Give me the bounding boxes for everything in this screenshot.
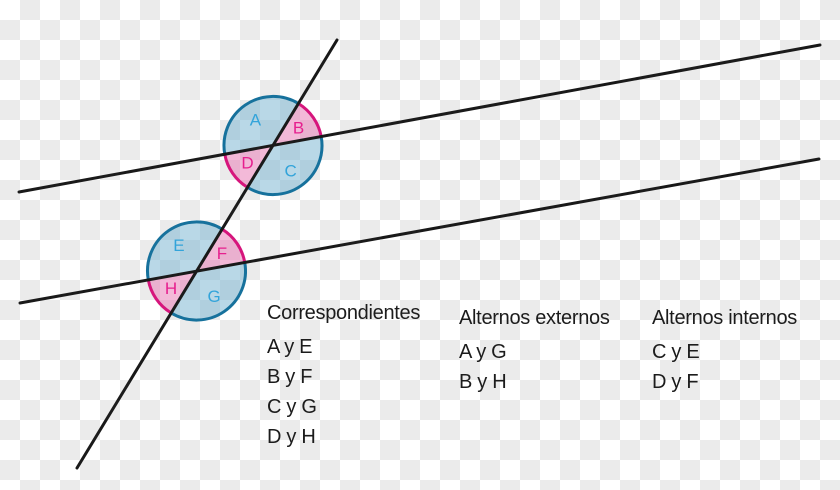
parallel-line-top bbox=[17, 43, 822, 194]
column-title-alternos-internos: Alternos internos bbox=[652, 307, 797, 329]
circle-arc-F bbox=[221, 227, 247, 263]
alternate-interior-angles-column: Alternos internos C y E D y F bbox=[652, 306, 797, 397]
column-title-alternos-externos: Alternos externos bbox=[459, 307, 610, 329]
angle-label-H: H bbox=[165, 279, 177, 298]
angle-sector-E bbox=[147, 221, 222, 280]
angle-sector-C bbox=[247, 136, 323, 195]
transversal-line bbox=[75, 38, 339, 470]
circle-arc-H bbox=[146, 279, 172, 315]
parallel-line-bottom bbox=[18, 157, 821, 305]
circle-arc-D bbox=[223, 153, 249, 189]
angle-label-F: F bbox=[217, 244, 227, 263]
angle-label-D: D bbox=[241, 154, 253, 173]
circle-arc-A bbox=[222, 94, 300, 155]
corresponding-angles-column: Correspondientes A y E B y F C y G D y H bbox=[267, 301, 420, 452]
column-title-correspondientes: Correspondientes bbox=[267, 302, 421, 324]
angle-pair: C y E bbox=[652, 341, 700, 363]
circle-arc-E bbox=[146, 220, 223, 281]
angle-label-G: G bbox=[207, 287, 220, 306]
angle-pair: D y H bbox=[267, 426, 316, 448]
angle-pair: A y E bbox=[267, 336, 313, 358]
circle-arc-B bbox=[297, 102, 323, 138]
alternate-exterior-angles-column: Alternos externos A y G B y H bbox=[459, 306, 610, 397]
angle-label-A: A bbox=[250, 111, 262, 130]
angle-label-C: C bbox=[284, 162, 296, 181]
angle-sector-A bbox=[223, 96, 299, 155]
angle-sector-G bbox=[171, 262, 246, 321]
angle-pair: C y G bbox=[267, 396, 317, 418]
angle-label-E: E bbox=[173, 236, 184, 255]
angle-label-B: B bbox=[293, 118, 304, 137]
angle-pair: B y F bbox=[267, 366, 313, 388]
angle-pair: D y F bbox=[652, 371, 699, 393]
angle-pair: A y G bbox=[459, 341, 507, 363]
angle-pair: B y H bbox=[459, 371, 507, 393]
circle-arc-C bbox=[246, 136, 324, 197]
circle-arc-G bbox=[170, 261, 247, 322]
